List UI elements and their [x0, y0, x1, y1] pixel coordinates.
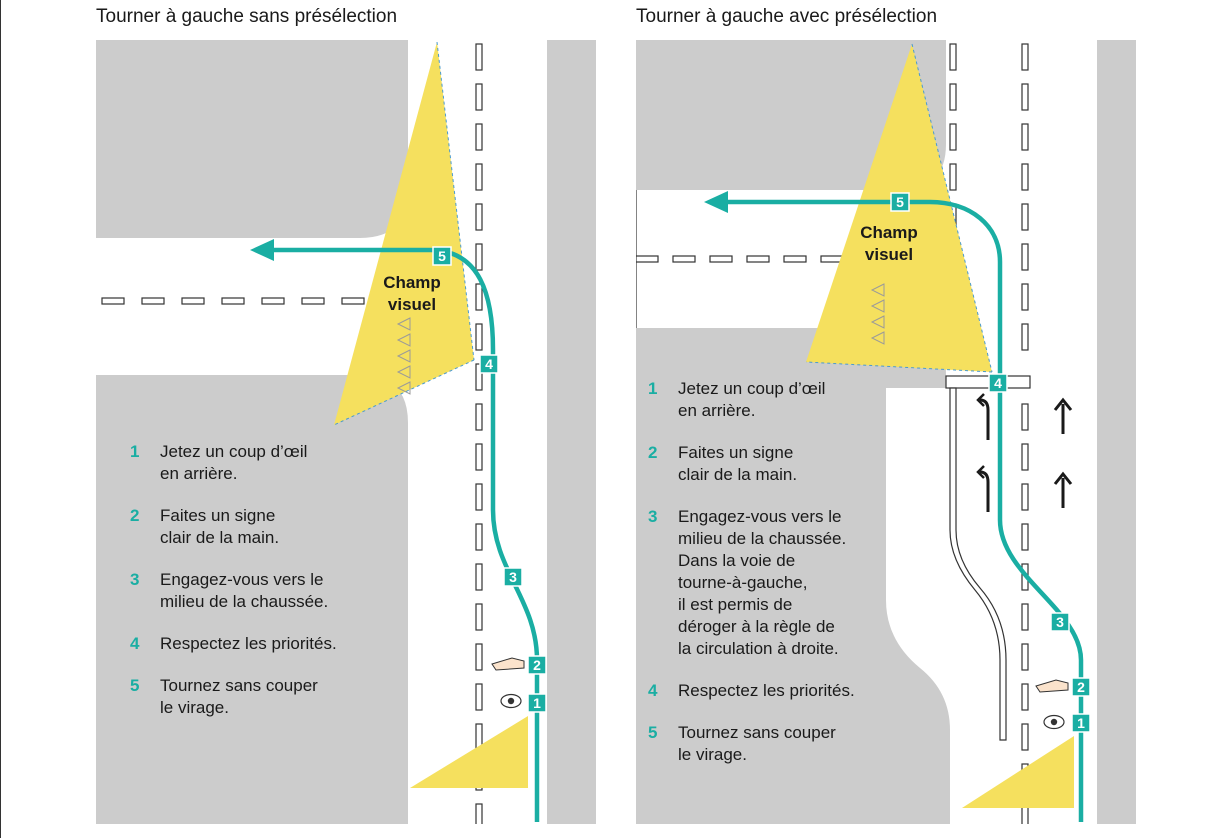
eye-icon — [500, 693, 522, 709]
step-text: Jetez un coup d’œil en arrière. — [160, 442, 308, 483]
panel-1-diagram — [96, 40, 596, 824]
panel-2-step-marker-2: 2 — [1071, 677, 1091, 697]
step-item: 1 Jetez un coup d’œil en arrière. — [130, 441, 337, 485]
step-text: Tournez sans couper le virage. — [678, 723, 836, 764]
left-border-line — [0, 0, 1, 838]
hand-signal-icon — [1035, 679, 1069, 693]
step-number: 5 — [130, 676, 140, 695]
step-number: 1 — [648, 379, 658, 398]
panel-2-step-marker-1: 1 — [1071, 713, 1091, 733]
panel-2-step-marker-5: 5 — [890, 192, 910, 212]
panel-1-step-marker-5: 5 — [432, 246, 452, 266]
panel-2-block-top-left — [636, 40, 946, 190]
panel-2-turn-lane-divider — [949, 387, 1007, 741]
svg-text:2: 2 — [1077, 679, 1085, 695]
panel-1-turn-path — [272, 247, 540, 822]
panel-1-rear-visual-field — [410, 716, 528, 788]
svg-text:4: 4 — [994, 375, 1002, 391]
step-item: 4 Respectez les priorités. — [648, 680, 855, 702]
panel-2-steps-list: 1 Jetez un coup d’œil en arrière. 2 Faites … — [648, 378, 855, 786]
panel-2-stop-line — [945, 375, 1031, 389]
panel-1-step-marker-3: 3 — [503, 567, 523, 587]
panel-2-step-marker-4: 4 — [988, 373, 1008, 393]
step-number: 4 — [130, 634, 140, 653]
panel-2-main-road-dashes — [949, 43, 1029, 824]
step-text: Respectez les priorités. — [678, 681, 855, 700]
step-text: Jetez un coup d’œil en arrière. — [678, 379, 826, 420]
eye-icon — [1043, 714, 1065, 730]
panel-1-visual-field — [334, 42, 474, 425]
panel-2-step-marker-3: 3 — [1050, 612, 1070, 632]
step-text: Tournez sans couper le virage. — [160, 676, 318, 717]
step-text: Faites un signe clair de la main. — [678, 443, 798, 484]
step-number: 4 — [648, 681, 658, 700]
step-markers: 1 2 3 4 5 1 2 3 4 5 — [432, 192, 1091, 733]
panel-2-block-right — [1097, 40, 1136, 824]
svg-text:5: 5 — [438, 248, 446, 264]
panel-1-block-bottom-left — [96, 375, 408, 824]
panel-2-side-road-dashes — [636, 255, 844, 263]
step-item: 5 Tournez sans couper le virage. — [130, 675, 337, 719]
svg-text:5: 5 — [896, 194, 904, 210]
panel-2-rear-visual-field — [962, 736, 1074, 808]
panel-1-step-marker-2: 2 — [527, 655, 547, 675]
step-item: 3 Engagez-vous vers le milieu de la chaus… — [648, 506, 855, 660]
panel-2-block-bottom-left — [636, 328, 950, 824]
step-item: 4 Respectez les priorités. — [130, 633, 337, 655]
step-number: 5 — [648, 723, 658, 742]
svg-text:3: 3 — [509, 569, 517, 585]
svg-text:1: 1 — [1077, 715, 1085, 731]
step-text: Engagez-vous vers le milieu de la chauss… — [678, 507, 847, 658]
panel-1-main-road-dashes — [475, 43, 483, 824]
step-item: 1 Jetez un coup d’œil en arrière. — [648, 378, 855, 422]
arrow-left-icon — [250, 239, 274, 261]
step-number: 1 — [130, 442, 140, 461]
panel-1-step-marker-4: 4 — [479, 354, 499, 374]
panel-2-title: Tourner à gauche avec présélection — [636, 6, 938, 27]
step-number: 3 — [648, 507, 658, 526]
lane-arrow-left-turn-icon — [976, 393, 990, 512]
step-item: 2 Faites un signe clair de la main. — [648, 442, 855, 486]
step-number: 2 — [130, 506, 140, 525]
svg-text:4: 4 — [485, 356, 493, 372]
panel-1-block-top-left — [96, 40, 408, 238]
panel-1-title: Tourner à gauche sans présélection — [96, 6, 398, 27]
step-number: 3 — [130, 570, 140, 589]
svg-text:3: 3 — [1056, 614, 1064, 630]
panel-1-block-right — [547, 40, 596, 824]
panel-1-side-road-dashes — [101, 297, 365, 305]
step-item: 3 Engagez-vous vers le milieu de la chaus… — [130, 569, 337, 613]
lane-arrow-straight-icon — [1053, 397, 1073, 508]
arrow-left-icon — [704, 191, 728, 213]
panel-2-yield-markings — [870, 283, 885, 345]
panel-1-step-marker-1: 1 — [527, 693, 547, 713]
step-item: 2 Faites un signe clair de la main. — [130, 505, 337, 549]
step-text: Faites un signe clair de la main. — [160, 506, 280, 547]
panel-1-steps-list: 1 Jetez un coup d’œil en arrière. 2 Faites … — [130, 441, 337, 739]
hand-signal-icon — [491, 657, 525, 671]
step-text: Respectez les priorités. — [160, 634, 337, 653]
panel-1-yield-markings — [396, 317, 411, 395]
step-item: 5 Tournez sans couper le virage. — [648, 722, 855, 766]
step-text: Engagez-vous vers le milieu de la chauss… — [160, 570, 329, 611]
svg-text:2: 2 — [533, 657, 541, 673]
svg-text:1: 1 — [533, 695, 541, 711]
step-number: 2 — [648, 443, 658, 462]
